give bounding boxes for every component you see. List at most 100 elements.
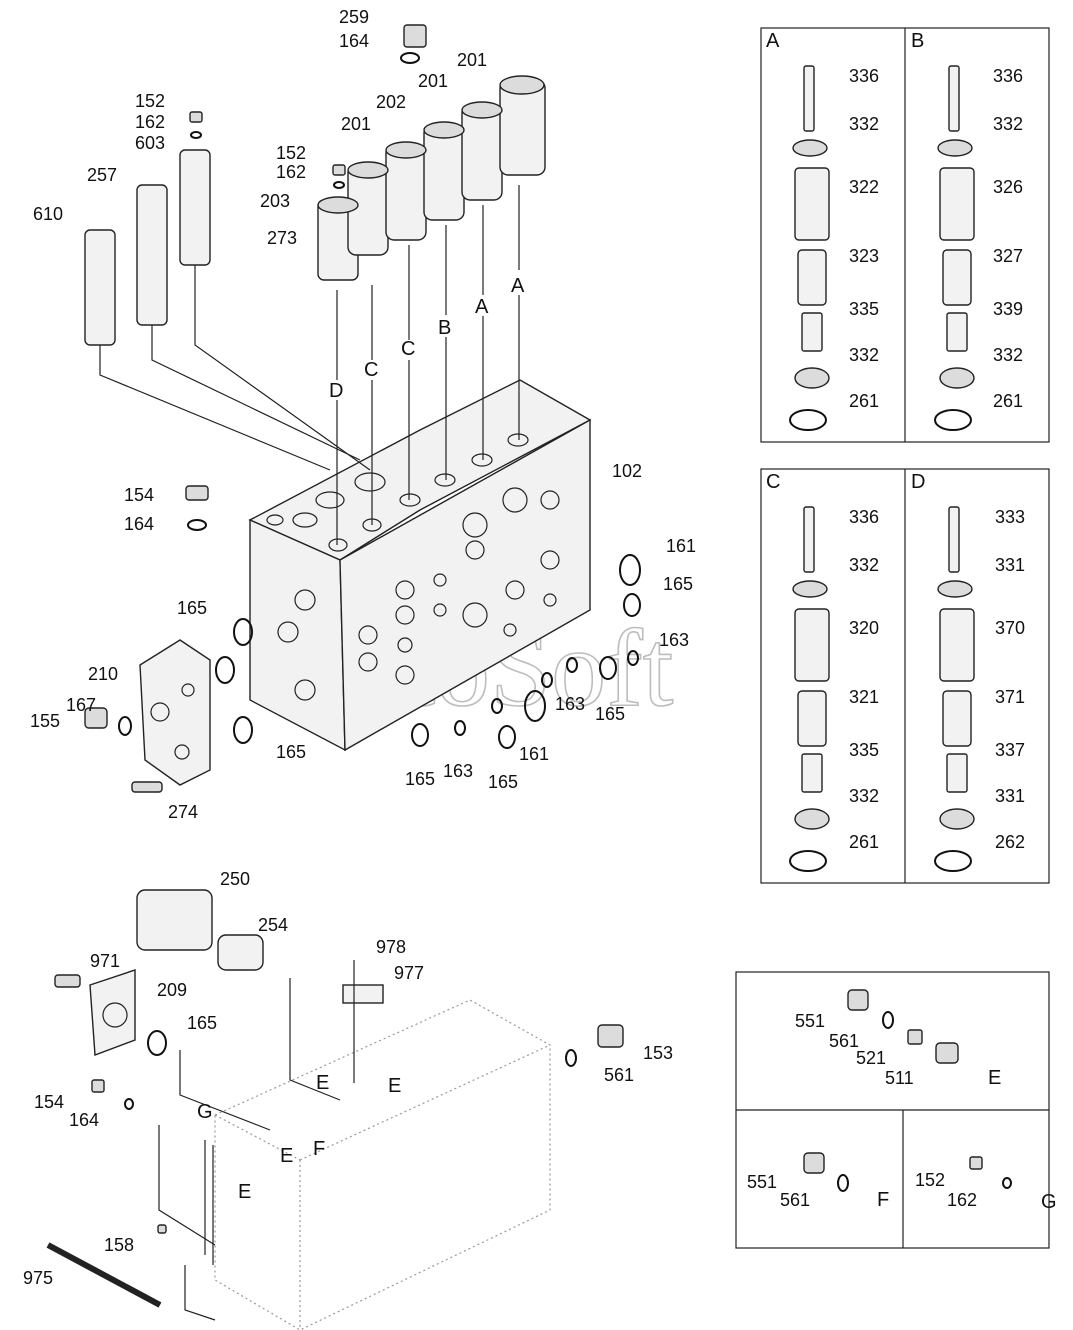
part-label: 971 [90, 951, 120, 971]
part-label: 332 [993, 114, 1023, 134]
part-label: 165 [405, 769, 435, 789]
ref-letter: E [388, 1075, 401, 1097]
ref-letter: A [511, 275, 525, 297]
main-labels: 259 164 201 201 202 201 152 162 603 152 … [23, 7, 696, 1288]
part-label: 158 [104, 1235, 134, 1255]
o-rings-main [185, 485, 641, 749]
ref-letter: D [329, 380, 343, 402]
reference-letters: A A B C C D E E E E F G [197, 275, 525, 1203]
panel-title: C [766, 471, 780, 493]
part-label: 561 [829, 1031, 859, 1051]
part-label: 165 [595, 704, 625, 724]
part-label: 209 [157, 980, 187, 1000]
ref-letter: E [316, 1072, 329, 1094]
part-label: 164 [69, 1110, 99, 1130]
part-label: 102 [612, 461, 642, 481]
part-label: 336 [849, 507, 879, 527]
part-label: 201 [341, 114, 371, 134]
part-label: 165 [276, 742, 306, 762]
part-label: 551 [747, 1172, 777, 1192]
part-label: 162 [276, 162, 306, 182]
part-label: 610 [33, 204, 63, 224]
part-label: 165 [177, 598, 207, 618]
ref-letter: G [1041, 1191, 1057, 1213]
part-label: 162 [947, 1190, 977, 1210]
part-label: 511 [885, 1068, 914, 1088]
part-label: 210 [88, 664, 118, 684]
panel-d-labels: D 333 331 370 371 337 331 262 [911, 471, 1025, 852]
part-label: 164 [124, 514, 154, 534]
part-label: 561 [604, 1065, 634, 1085]
part-label: 320 [849, 618, 879, 638]
part-label: 250 [220, 869, 250, 889]
ref-letter: E [238, 1181, 251, 1203]
panel-a-labels: A 336 332 322 323 335 332 261 [766, 30, 879, 411]
part-label: 322 [849, 177, 879, 197]
part-label: 337 [995, 740, 1025, 760]
part-label: 336 [849, 66, 879, 86]
part-label: 274 [168, 802, 198, 822]
ref-letter: C [364, 359, 378, 381]
part-label: 331 [995, 555, 1025, 575]
part-label: 975 [23, 1268, 53, 1288]
ref-letter: G [197, 1101, 213, 1123]
part-label: 261 [849, 391, 879, 411]
part-label: 261 [993, 391, 1023, 411]
part-label: 332 [849, 345, 879, 365]
part-label: 262 [995, 832, 1025, 852]
lower-block [46, 889, 624, 1330]
part-label: 977 [394, 963, 424, 983]
part-label: 165 [187, 1013, 217, 1033]
part-label: 152 [135, 91, 165, 111]
part-label: 165 [488, 772, 518, 792]
ref-letter: E [280, 1145, 293, 1167]
part-label: 332 [849, 786, 879, 806]
part-label: 370 [995, 618, 1025, 638]
part-label: 154 [124, 485, 154, 505]
part-label: 603 [135, 133, 165, 153]
part-label: 327 [993, 246, 1023, 266]
part-label: 163 [443, 761, 473, 781]
part-label: 254 [258, 915, 288, 935]
part-label: 165 [663, 574, 693, 594]
part-label: 339 [993, 299, 1023, 319]
part-label: 273 [267, 228, 297, 248]
part-label: 521 [856, 1048, 886, 1068]
part-label: 335 [849, 299, 879, 319]
part-label: 201 [418, 71, 448, 91]
part-label: 332 [849, 114, 879, 134]
part-label: 154 [34, 1092, 64, 1112]
part-label: 202 [376, 92, 406, 112]
part-label: 164 [339, 31, 369, 51]
part-label: 336 [993, 66, 1023, 86]
part-label: 163 [555, 694, 585, 714]
panel-b-labels: B 336 332 326 327 339 332 261 [911, 30, 1023, 411]
panel-c-labels: C 336 332 320 321 335 332 261 [766, 471, 879, 852]
valve-block-102 [248, 379, 592, 752]
panel-title: A [766, 30, 780, 52]
ref-letter: E [988, 1067, 1001, 1089]
part-label: 978 [376, 937, 406, 957]
part-label: 201 [457, 50, 487, 70]
part-label: 323 [849, 246, 879, 266]
part-label: 321 [849, 687, 879, 707]
part-label: 257 [87, 165, 117, 185]
side-plate-210 [84, 639, 211, 793]
part-label: 333 [995, 507, 1025, 527]
part-label: 153 [643, 1043, 673, 1063]
part-label: 155 [30, 711, 60, 731]
part-label: 152 [915, 1170, 945, 1190]
ref-letter: C [401, 338, 415, 360]
panel-e-labels: 551 561 521 511 E [795, 1011, 1001, 1089]
ref-letter: B [438, 317, 451, 339]
part-label: 259 [339, 7, 369, 27]
solenoid-valves [317, 75, 546, 281]
part-label: 326 [993, 177, 1023, 197]
ref-letter: F [313, 1138, 325, 1160]
ref-letter: A [475, 296, 489, 318]
part-label: 167 [66, 695, 96, 715]
part-label: 161 [666, 536, 696, 556]
part-label: 152 [276, 143, 306, 163]
part-label: 163 [659, 630, 689, 650]
